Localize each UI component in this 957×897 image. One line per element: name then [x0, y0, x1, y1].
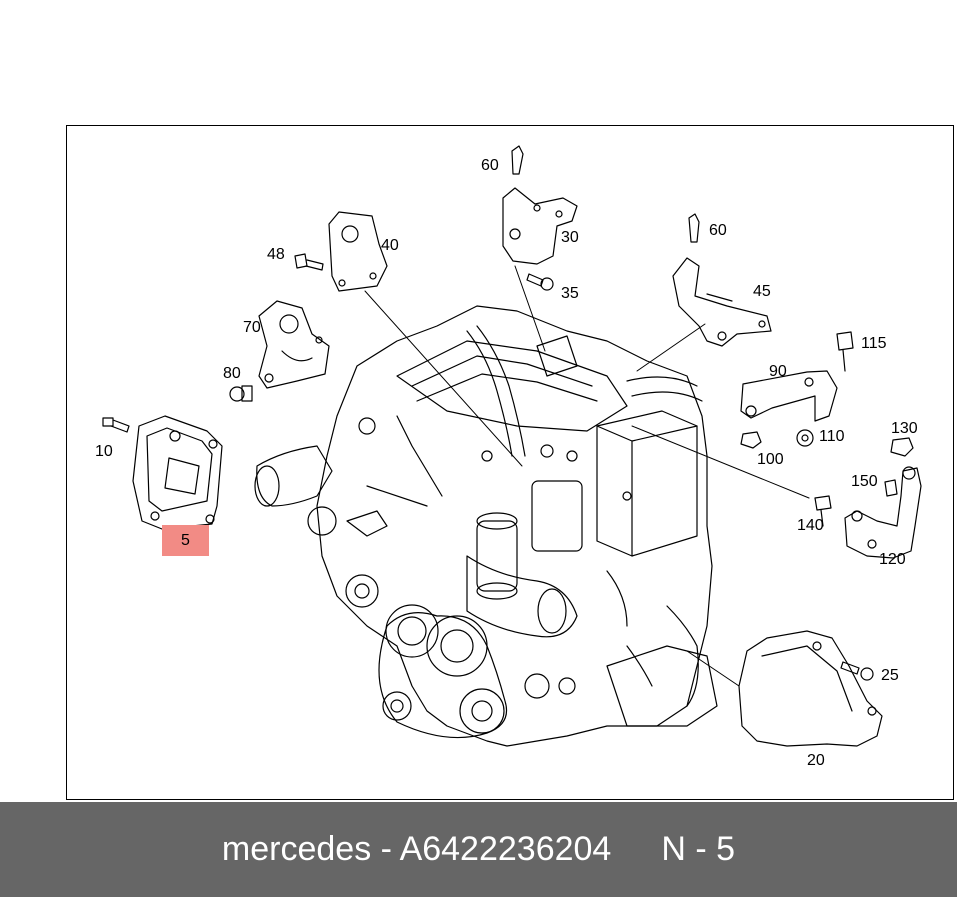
- bolt-150: [884, 479, 898, 497]
- part-5-bracket: [132, 415, 223, 530]
- stud-60-right: [688, 213, 700, 243]
- callout-70: 70: [243, 319, 261, 336]
- callout-140: 140: [797, 517, 824, 534]
- caption-position: N - 5: [661, 830, 735, 869]
- caption-position-separator: -: [695, 830, 707, 868]
- callout-45: 45: [753, 283, 771, 300]
- part-20-shield: [738, 630, 883, 747]
- callout-90: 90: [769, 363, 787, 380]
- callout-120: 120: [879, 551, 906, 568]
- parts-diagram: 60 30 40 48 35 60 45 70 80 115 90 110 10…: [66, 125, 954, 800]
- caption-bar: mercedes - A6422236204 N - 5: [0, 802, 957, 897]
- part-120-bracket: [844, 466, 922, 559]
- callout-100: 100: [757, 451, 784, 468]
- part-30-bracket: [502, 187, 578, 265]
- bolt-140: [814, 495, 832, 527]
- caption-brand-and-part: mercedes - A6422236204: [222, 830, 611, 869]
- callout-10: 10: [95, 443, 113, 460]
- caption-position-prefix: N: [661, 830, 686, 868]
- caption-position-number: 5: [716, 830, 736, 868]
- bolt-35: [526, 273, 554, 291]
- leader-lines: [364, 265, 810, 687]
- caption-part-number: A6422236204: [399, 830, 612, 868]
- bolt-10: [102, 417, 130, 433]
- callout-40: 40: [381, 237, 399, 254]
- part-70-bracket: [258, 300, 330, 389]
- callout-20: 20: [807, 752, 825, 769]
- caption-brand: mercedes: [221, 830, 372, 868]
- highlighted-part-callout: 5: [162, 525, 209, 556]
- callout-115: 115: [861, 335, 887, 352]
- callout-60b: 60: [709, 222, 727, 239]
- callout-35: 35: [561, 285, 579, 302]
- bolt-110: [796, 429, 814, 447]
- screw-80: [229, 385, 253, 402]
- part-45-bracket: [672, 257, 772, 347]
- callout-110: 110: [819, 428, 845, 445]
- stud-60-top: [511, 145, 524, 175]
- callout-25: 25: [881, 667, 899, 684]
- bolt-48: [294, 253, 324, 271]
- part-40-bracket: [328, 211, 388, 292]
- callout-80: 80: [223, 365, 241, 382]
- engine-exploded-view: [102, 145, 922, 747]
- highlighted-part-label: 5: [181, 531, 190, 549]
- part-90-bracket: [740, 370, 838, 422]
- callout-150: 150: [851, 473, 878, 490]
- bolt-25: [840, 661, 874, 681]
- callout-60a: 60: [481, 157, 499, 174]
- bolt-115: [836, 331, 854, 372]
- nut-130: [890, 437, 914, 457]
- callout-48: 48: [267, 246, 285, 263]
- callout-130: 130: [891, 420, 918, 437]
- callout-30: 30: [561, 229, 579, 246]
- caption-separator: -: [380, 830, 392, 868]
- engine-block: [254, 305, 718, 747]
- nut-100: [740, 431, 762, 449]
